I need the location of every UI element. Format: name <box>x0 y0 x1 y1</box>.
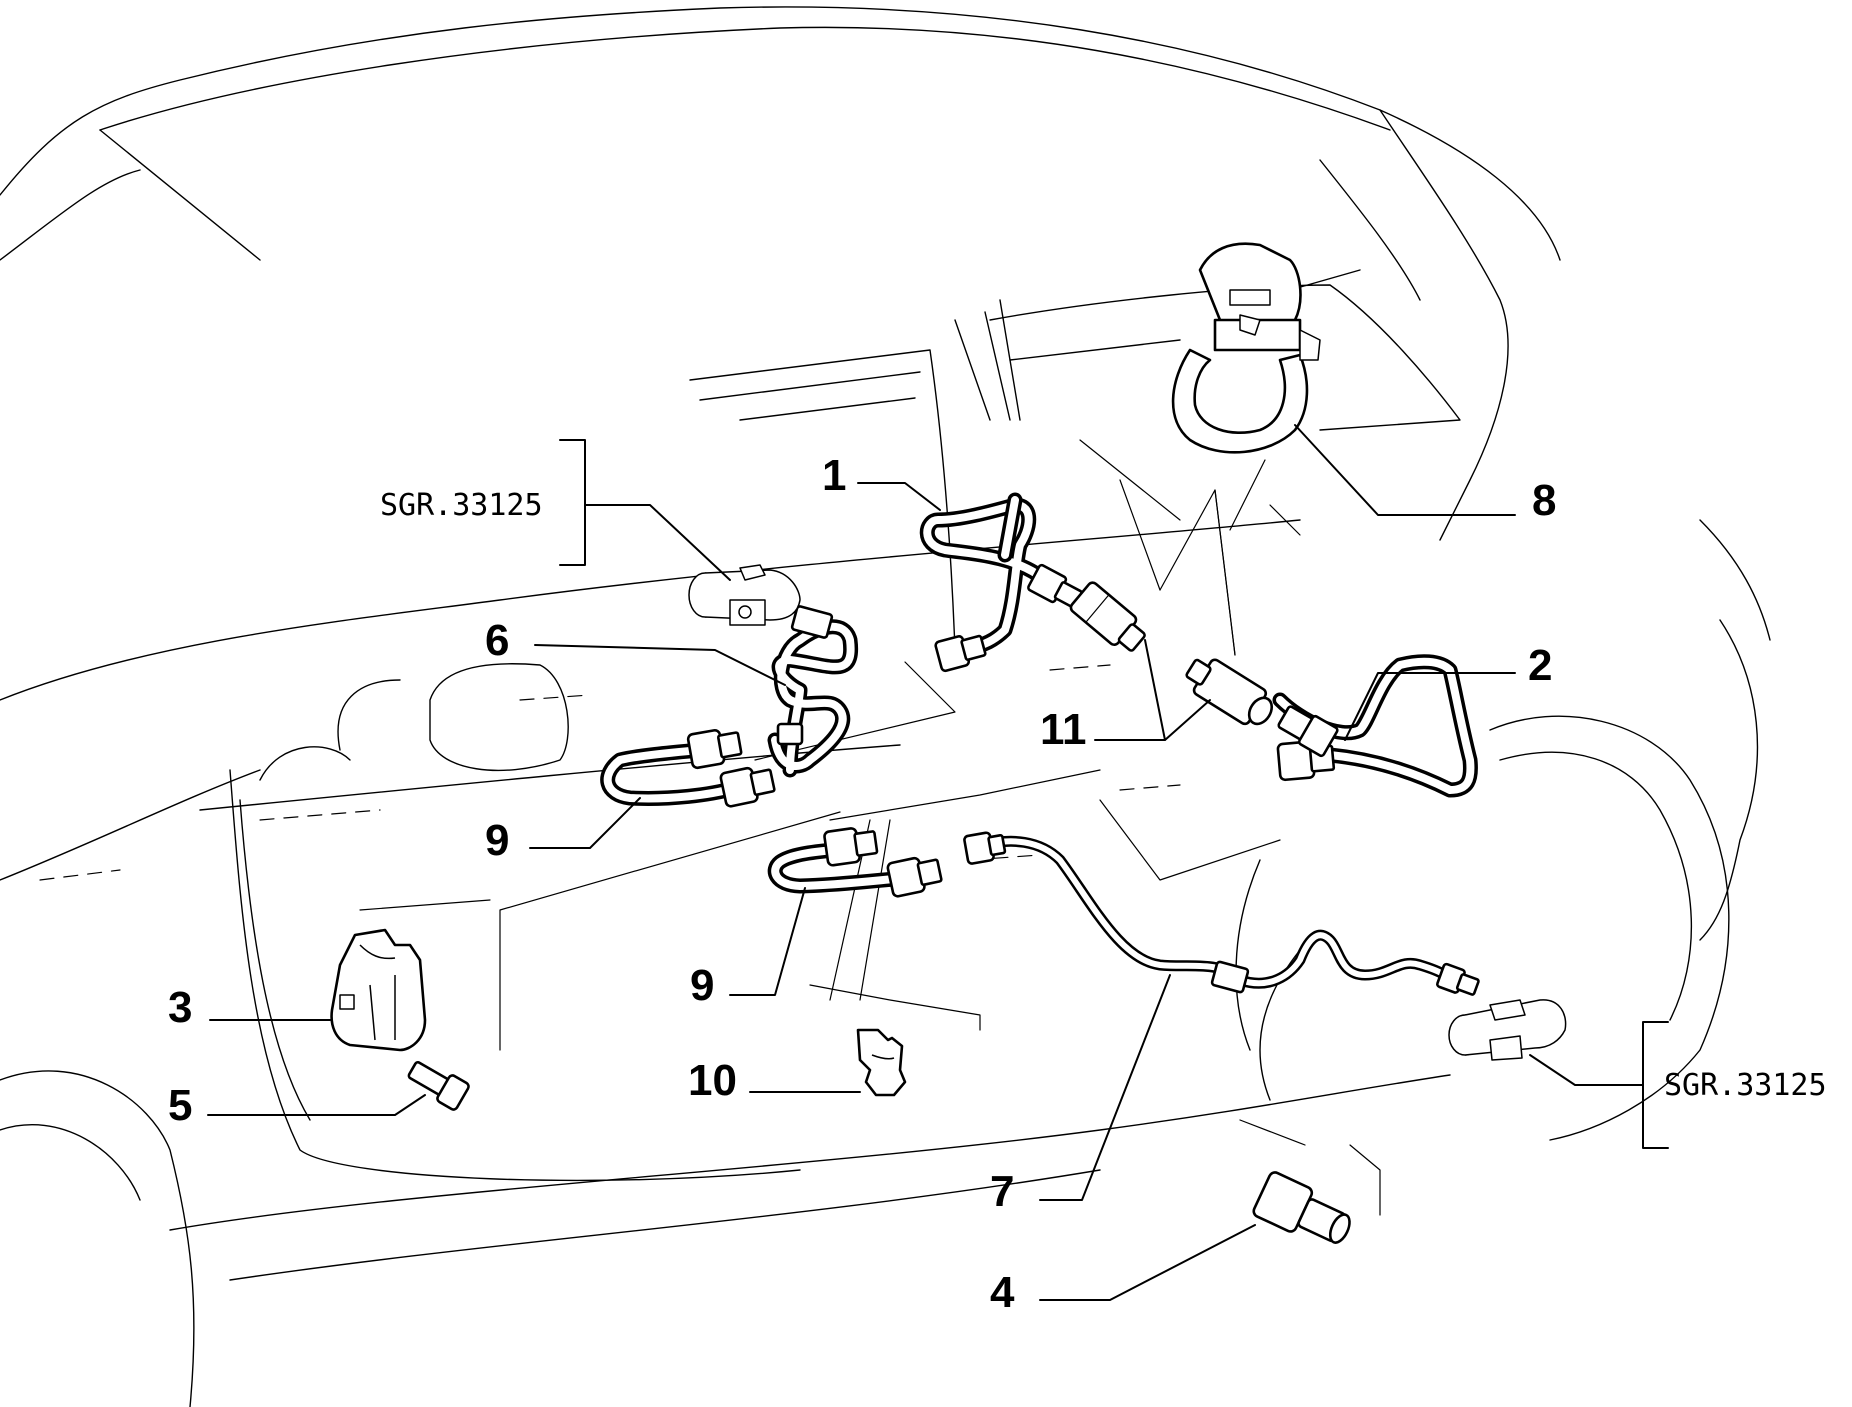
part-8-bracket <box>1171 242 1321 454</box>
part-3-bracket <box>330 928 427 1052</box>
part-5-bolt <box>407 1061 470 1111</box>
leader-lines <box>207 424 1669 1301</box>
part-11-union-upper <box>1069 581 1146 652</box>
part-7-brake-pipe <box>963 831 1480 996</box>
part-6-brake-pipe <box>767 605 859 778</box>
label-part-4: 4 <box>990 1268 1015 1317</box>
label-part-2: 2 <box>1528 641 1552 690</box>
reference-code-left: SGR.33125 <box>380 488 543 523</box>
label-part-7: 7 <box>990 1167 1014 1216</box>
reference-code-right: SGR.33125 <box>1664 1068 1827 1103</box>
label-part-8: 8 <box>1532 476 1556 525</box>
label-part-5: 5 <box>168 1081 192 1130</box>
part-10-clip <box>856 1028 907 1097</box>
part-4-bleed-screw <box>1252 1171 1351 1244</box>
label-part-10: 10 <box>688 1056 737 1105</box>
part-1-brake-pipe <box>919 492 1083 673</box>
brake-cylinder-right <box>1448 999 1567 1061</box>
label-part-6: 6 <box>485 616 509 665</box>
label-part-9-upper: 9 <box>485 816 509 865</box>
part-11-union-lower <box>1185 658 1274 726</box>
part-9-hose-lower <box>767 827 943 898</box>
part-9-hose-upper <box>600 729 776 808</box>
brake-cylinder-left <box>688 564 801 626</box>
label-part-11: 11 <box>1040 705 1087 754</box>
assembly-lines <box>359 439 1381 1216</box>
part-number-labels: 1 2 3 4 5 6 7 8 9 9 10 11 SGR.33125 SGR.… <box>168 451 1827 1317</box>
car-body-outline <box>0 6 1771 1407</box>
label-part-3: 3 <box>168 983 192 1032</box>
label-part-1: 1 <box>822 451 846 500</box>
label-part-9-lower: 9 <box>690 961 714 1010</box>
